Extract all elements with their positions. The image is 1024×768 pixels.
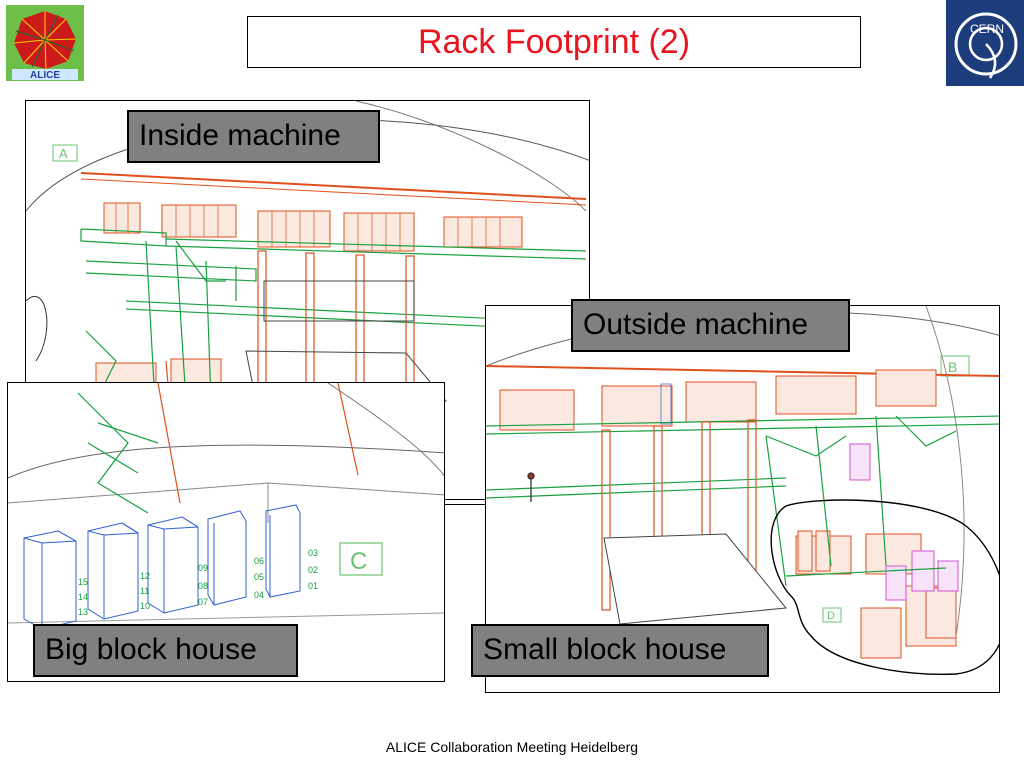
rack-number: 09 [198, 563, 208, 573]
rack-number: 03 [308, 548, 318, 558]
cern-logo-text: CERN [970, 22, 1004, 36]
rack-number: 13 [78, 607, 88, 617]
rack-number: 02 [308, 565, 318, 575]
rack-number: 15 [78, 577, 88, 587]
zone-a-mark: A [59, 146, 68, 161]
inside-machine-label: Inside machine [127, 110, 380, 163]
small-block-house-label: Small block house [471, 624, 769, 677]
rack-number: 12 [140, 571, 150, 581]
slide-footer: ALICE Collaboration Meeting Heidelberg [385, 739, 639, 755]
rack-number: 06 [254, 556, 264, 566]
rack-number: 11 [140, 586, 149, 596]
slide-title: Rack Footprint (2) [417, 23, 691, 61]
cern-logo: CERN [946, 0, 1024, 86]
big-block-house-label: Big block house [33, 624, 298, 677]
rack-number: 05 [254, 572, 264, 582]
zone-b-mark: B [948, 359, 957, 375]
zone-c-mark: C [350, 548, 367, 575]
rack-number: 07 [198, 597, 208, 607]
alice-logo: ALICE [6, 5, 84, 81]
alice-logo-text: ALICE [30, 70, 60, 81]
rack-number: 10 [140, 601, 150, 611]
zone-d-mark: D [827, 610, 835, 622]
outside-machine-label: Outside machine [571, 299, 850, 352]
rack-number: 01 [308, 581, 318, 591]
rack-number: 04 [254, 590, 264, 600]
rack-number: 08 [198, 581, 208, 591]
rack-number: 14 [78, 592, 88, 602]
connector-line [445, 504, 485, 505]
title-box: Rack Footprint (2) [247, 16, 861, 68]
